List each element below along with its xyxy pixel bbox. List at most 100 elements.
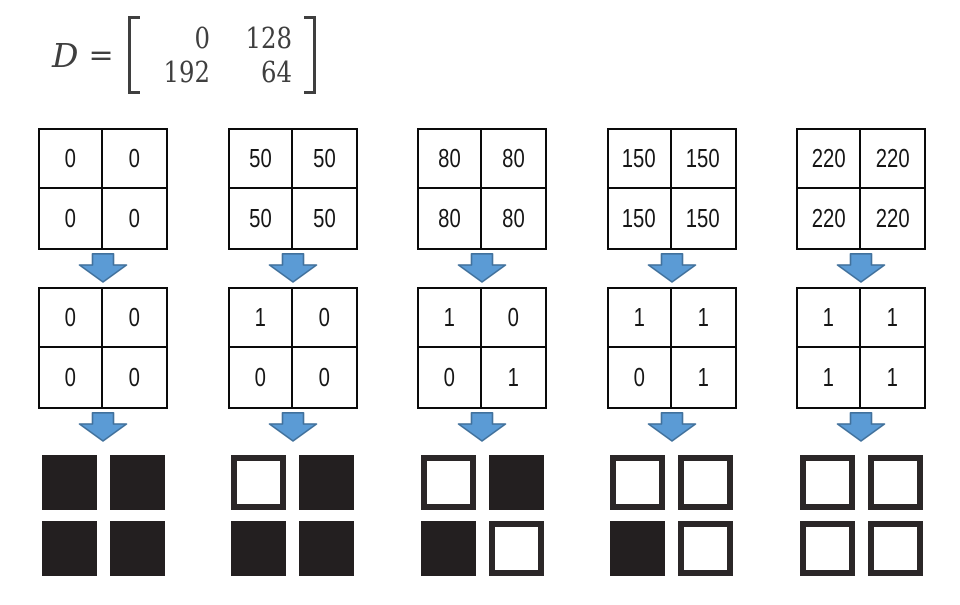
input-cell: 150 — [609, 189, 672, 248]
input-cell: 220 — [861, 189, 924, 248]
output-cell-value: 0 — [254, 362, 266, 392]
rendered-pixel-block — [610, 455, 733, 576]
input-cell-value: 80 — [438, 203, 461, 233]
down-block-arrow-icon — [268, 253, 317, 283]
left-bracket-glyph — [127, 16, 140, 94]
input-cell-value: 0 — [128, 203, 141, 233]
input-cell-value: 50 — [248, 143, 272, 173]
input-cell-value: 220 — [811, 143, 846, 173]
output-cell: 0 — [482, 289, 545, 348]
input-cell-value: 0 — [64, 203, 77, 233]
output-cell-value: 1 — [886, 362, 899, 392]
input-cell: 50 — [292, 130, 356, 189]
output-cell-value: 0 — [507, 302, 520, 332]
input-cell-value: 50 — [248, 203, 272, 233]
rendered-pixel-block — [41, 455, 165, 576]
input-cell: 80 — [482, 130, 545, 189]
matrix-label: D — [52, 35, 79, 75]
pixel-square — [867, 521, 923, 576]
input-cell: 80 — [419, 130, 482, 189]
input-cell: 80 — [419, 189, 482, 248]
matrix-cell: 0 — [194, 21, 210, 55]
pixel-square — [799, 455, 855, 510]
pixel-square — [678, 521, 733, 576]
pixel-square — [488, 521, 544, 576]
down-block-arrow-icon — [78, 412, 128, 442]
output-cell: 0 — [40, 289, 103, 348]
output-cell: 0 — [609, 348, 672, 407]
matrix-cell: 64 — [260, 55, 292, 89]
output-cell: 0 — [103, 289, 166, 348]
input-intensity-grid: 50 50 50 50 — [227, 128, 358, 250]
columns-row: 0 0 0 0 0 0 0 0 50 50 50 50 — [38, 128, 926, 576]
pixel-square — [420, 455, 476, 510]
threshold-output-grid: 1 0 0 0 — [227, 287, 358, 409]
input-intensity-grid: 150 150 150 150 — [606, 128, 737, 250]
input-cell-value: 50 — [312, 203, 336, 233]
input-cell: 150 — [672, 189, 735, 248]
input-cell: 220 — [861, 130, 924, 189]
output-cell-value: 1 — [697, 302, 709, 332]
output-cell-value: 1 — [822, 302, 835, 332]
output-cell: 0 — [40, 348, 103, 407]
input-cell-value: 150 — [686, 203, 720, 233]
output-cell: 0 — [292, 289, 356, 348]
input-cell-value: 50 — [312, 143, 336, 173]
input-cell: 220 — [798, 130, 861, 189]
output-cell: 0 — [230, 348, 293, 407]
pixel-square — [231, 455, 286, 510]
output-cell-value: 0 — [318, 302, 330, 332]
down-block-arrow-icon — [836, 253, 886, 283]
pixel-square — [41, 521, 97, 576]
input-cell: 50 — [293, 189, 356, 248]
input-cell-value: 220 — [875, 203, 910, 233]
input-cell: 220 — [798, 189, 861, 248]
pixel-square — [420, 521, 476, 576]
input-cell-value: 150 — [622, 203, 656, 233]
input-cell: 80 — [482, 189, 545, 248]
output-cell-value: 0 — [633, 362, 645, 392]
rendered-pixel-block — [420, 455, 544, 576]
output-cell-value: 1 — [633, 302, 645, 332]
rendered-pixel-block — [799, 455, 923, 576]
input-cell: 150 — [671, 130, 735, 189]
input-cell-value: 80 — [502, 143, 525, 173]
output-cell: 1 — [608, 289, 672, 348]
input-cell-value: 150 — [686, 143, 720, 173]
pixel-square — [678, 455, 733, 510]
output-cell: 1 — [229, 289, 293, 348]
dither-matrix-equation: D = 0 128 192 64 — [52, 16, 316, 94]
output-cell-value: 1 — [886, 302, 899, 332]
dither-column: 50 50 50 50 1 0 0 0 — [227, 128, 358, 576]
pixel-square — [299, 455, 354, 510]
matrix-cell: 128 — [245, 21, 292, 55]
output-cell-value: 0 — [64, 302, 77, 332]
output-cell-value: 1 — [254, 302, 266, 332]
down-block-arrow-icon — [647, 253, 696, 283]
input-intensity-grid: 80 80 80 80 — [417, 128, 547, 250]
input-intensity-grid: 220 220 220 220 — [796, 128, 926, 250]
pixel-square — [488, 455, 544, 510]
input-cell: 0 — [103, 189, 166, 248]
right-bracket-glyph — [303, 16, 316, 94]
threshold-output-grid: 1 0 0 1 — [417, 287, 547, 409]
down-block-arrow-icon — [457, 253, 507, 283]
output-cell-value: 0 — [443, 362, 456, 392]
matrix-cell: 192 — [163, 55, 210, 89]
down-block-arrow-icon — [78, 253, 128, 283]
input-cell-value: 220 — [875, 143, 910, 173]
output-cell: 1 — [671, 289, 735, 348]
down-block-arrow-icon — [647, 412, 696, 442]
output-cell: 0 — [419, 348, 482, 407]
dither-column: 0 0 0 0 0 0 0 0 — [38, 128, 168, 576]
pixel-square — [109, 455, 165, 510]
output-cell: 1 — [798, 348, 861, 407]
rendered-pixel-block — [231, 455, 354, 576]
input-cell-value: 150 — [622, 143, 656, 173]
output-cell-value: 1 — [443, 302, 456, 332]
input-cell: 0 — [40, 189, 103, 248]
pixel-square — [610, 455, 665, 510]
output-cell: 1 — [798, 289, 861, 348]
input-cell: 0 — [40, 130, 103, 189]
down-block-arrow-icon — [268, 412, 317, 442]
